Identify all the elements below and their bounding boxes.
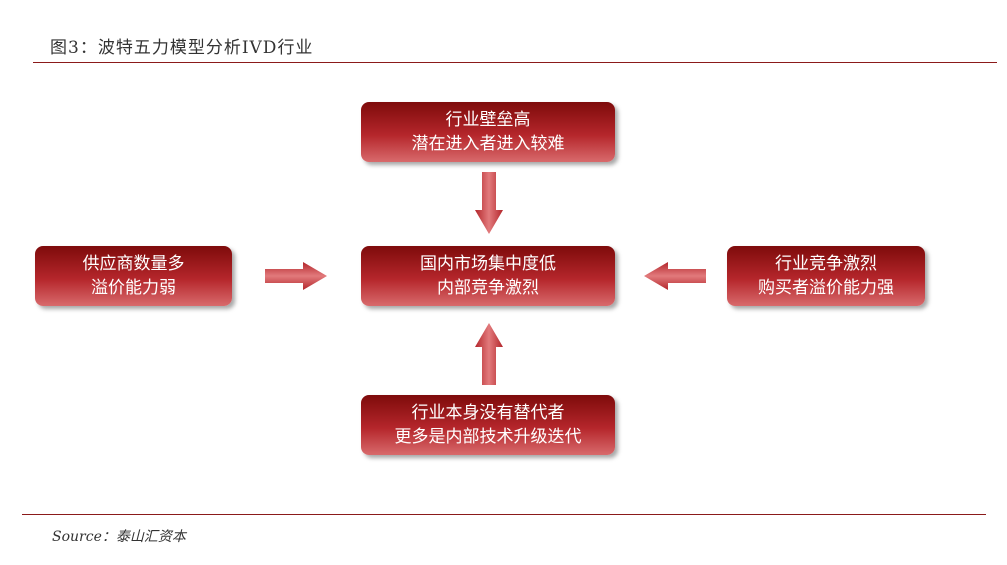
buyer-line2: 购买者溢价能力强	[758, 278, 894, 298]
barrier-box: 行业壁垒高 潜在进入者进入较难	[361, 102, 615, 162]
substitute-line2: 更多是内部技术升级迭代	[394, 427, 582, 447]
bottom-divider	[22, 514, 986, 515]
competition-box: 国内市场集中度低 内部竞争激烈	[361, 246, 615, 306]
supplier-box: 供应商数量多 溢价能力弱	[35, 246, 232, 306]
barrier-line2: 潜在进入者进入较难	[411, 134, 565, 154]
supplier-line2: 溢价能力弱	[91, 278, 176, 298]
arrow-right-icon	[265, 262, 327, 290]
arrow-left-icon	[644, 262, 706, 290]
substitute-box: 行业本身没有替代者 更多是内部技术升级迭代	[361, 395, 615, 455]
top-divider	[33, 62, 997, 63]
arrow-up-icon	[475, 323, 503, 385]
competition-line1: 国内市场集中度低	[420, 254, 556, 274]
buyer-box: 行业竞争激烈 购买者溢价能力强	[727, 246, 925, 306]
source-note: Source：泰山汇资本	[52, 529, 186, 545]
substitute-line1: 行业本身没有替代者	[411, 403, 565, 423]
supplier-line1: 供应商数量多	[82, 254, 185, 274]
competition-line2: 内部竞争激烈	[437, 278, 539, 298]
arrow-down-icon	[475, 172, 503, 234]
buyer-line1: 行业竞争激烈	[775, 254, 877, 274]
barrier-line1: 行业壁垒高	[445, 110, 531, 130]
figure-title: 图3：波特五力模型分析IVD行业	[50, 38, 314, 58]
